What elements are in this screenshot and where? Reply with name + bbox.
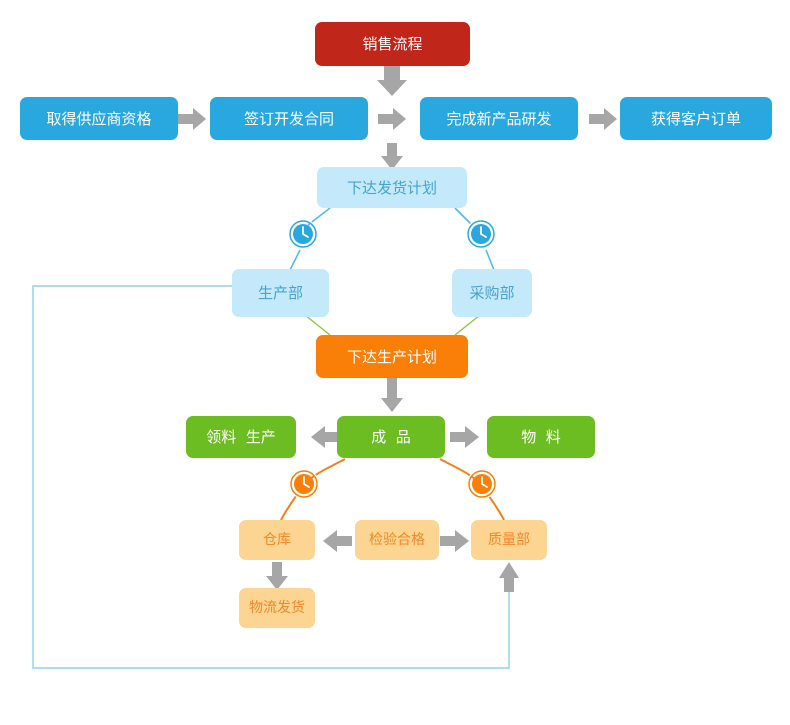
node-label: 完成新产品研发 (446, 109, 552, 128)
arrow-inspection-to-warehouse (323, 530, 352, 552)
node-picking-production[interactable]: 领料 生产 (186, 416, 296, 458)
node-sales-process[interactable]: 销售流程 (315, 22, 470, 66)
node-quality-dept[interactable]: 质量部 (471, 520, 547, 560)
node-label: 成 品 (371, 428, 411, 446)
node-finished-goods[interactable]: 成 品 (337, 416, 445, 458)
arrow-sales-to-row (377, 65, 407, 96)
arrow-plan-to-finished (381, 378, 403, 412)
node-warehouse[interactable]: 仓库 (239, 520, 315, 560)
arrow-row-to-shipping-plan (381, 143, 403, 170)
node-label: 签订开发合同 (243, 109, 334, 128)
node-development-contract[interactable]: 签订开发合同 (210, 97, 368, 140)
node-label: 销售流程 (362, 35, 423, 53)
clock-badge-warehouse[interactable] (289, 469, 319, 499)
node-label: 取得供应商资格 (46, 109, 152, 128)
node-customer-order[interactable]: 获得客户订单 (620, 97, 772, 140)
node-production-dept[interactable]: 生产部 (232, 269, 329, 317)
arrow-supplier-3-4 (589, 108, 617, 130)
arrow-supplier-1-2 (178, 108, 206, 130)
node-label: 物 料 (521, 428, 561, 446)
link-production-to-plan (304, 314, 331, 336)
node-label: 生产部 (257, 284, 303, 302)
node-label: 获得客户订单 (650, 109, 741, 128)
link-purchasing-to-plan (454, 314, 481, 336)
node-label: 领料 生产 (206, 428, 276, 446)
node-new-product-rd[interactable]: 完成新产品研发 (420, 97, 578, 140)
node-label: 仓库 (263, 531, 291, 548)
clock-badge-production[interactable] (288, 219, 318, 249)
node-purchasing-dept[interactable]: 采购部 (452, 269, 532, 317)
clock-badge-purchasing[interactable] (466, 219, 496, 249)
node-inspection-passed[interactable]: 检验合格 (355, 520, 439, 560)
node-logistics-shipment[interactable]: 物流发货 (239, 588, 315, 628)
clock-badge-quality[interactable] (467, 469, 497, 499)
arrow-warehouse-to-logistics (266, 562, 288, 590)
arrow-finished-to-material (450, 426, 479, 448)
node-label: 采购部 (469, 284, 515, 302)
node-production-plan[interactable]: 下达生产计划 (316, 335, 468, 378)
arrow-finished-to-picking (311, 426, 340, 448)
node-supplier-qualification[interactable]: 取得供应商资格 (20, 97, 178, 140)
node-label: 质量部 (488, 531, 530, 548)
feedback-loop-arrowhead (499, 562, 519, 592)
node-label: 检验合格 (369, 531, 425, 548)
node-material[interactable]: 物 料 (487, 416, 595, 458)
arrow-supplier-2-3 (378, 108, 406, 130)
node-shipping-plan[interactable]: 下达发货计划 (317, 167, 467, 208)
node-label: 下达发货计划 (346, 178, 437, 197)
node-label: 下达生产计划 (346, 347, 437, 366)
arrow-inspection-to-quality (440, 530, 469, 552)
node-label: 物流发货 (249, 599, 305, 616)
